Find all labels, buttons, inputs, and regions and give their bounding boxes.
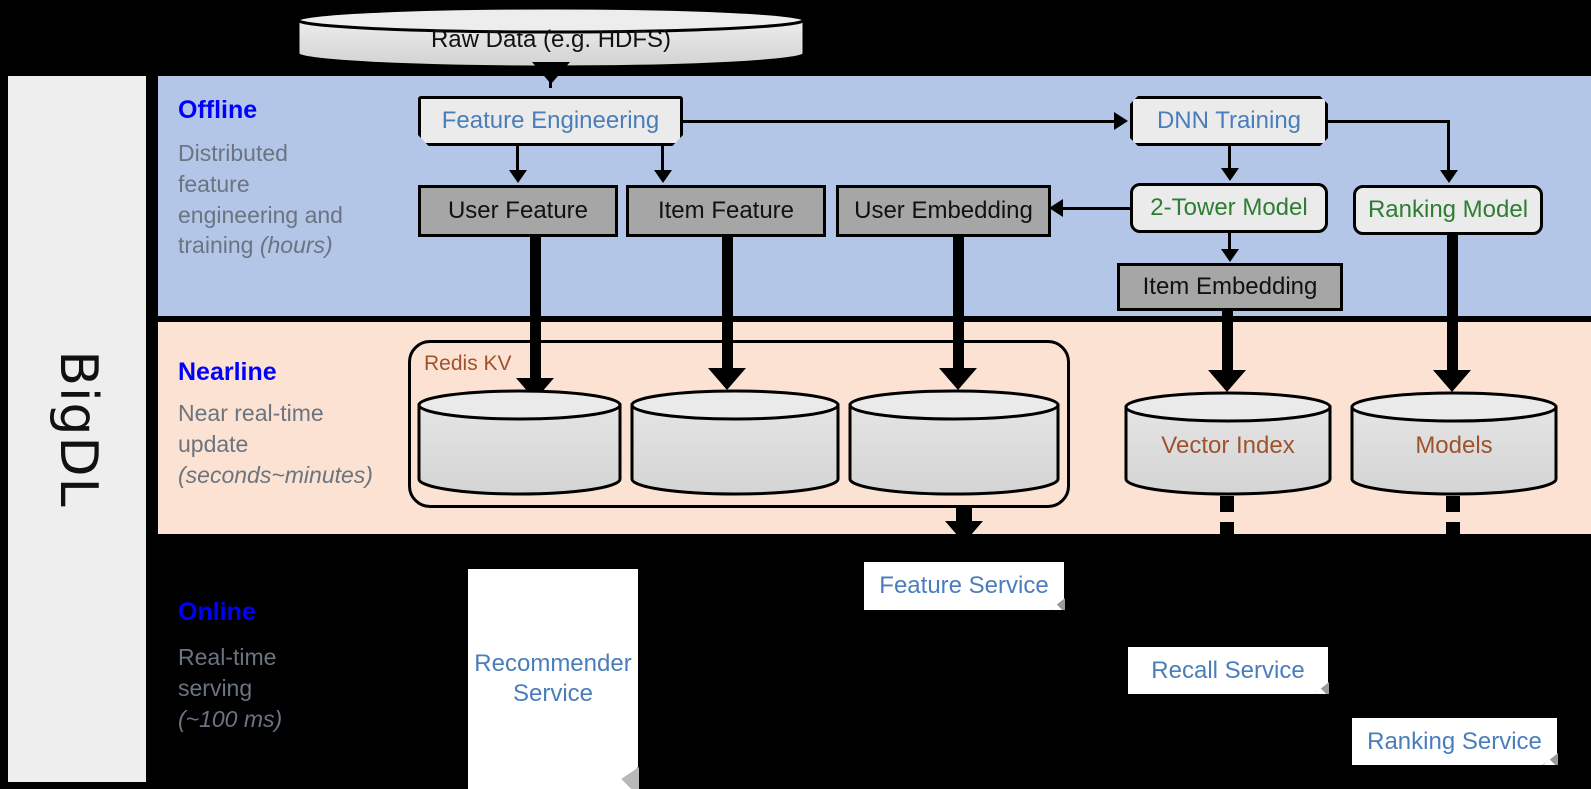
- models-label: Models: [1415, 431, 1493, 459]
- ranking-model-label: Ranking Model: [1367, 196, 1529, 223]
- redis-store-cylinder-2[interactable]: [630, 388, 840, 496]
- two-tower-model-label: 2-Tower Model: [1150, 194, 1308, 221]
- edge-models-ranking-dash1: [1446, 496, 1460, 512]
- models-cylinder[interactable]: Models: [1350, 390, 1558, 496]
- edge-2tower-userembedding-arrowhead: [1049, 199, 1063, 217]
- edge-redis-featureservice-arrowhead: [945, 521, 983, 543]
- feature-engineering-label: Feature Engineering: [441, 107, 660, 134]
- online-sub-l2: serving: [178, 674, 253, 701]
- ranking-service-label: Ranking Service: [1367, 727, 1542, 755]
- online-stage-title: Online: [178, 598, 256, 626]
- edge-fe-itemfeature: [661, 146, 664, 172]
- node-item-feature[interactable]: Item Feature: [626, 185, 826, 237]
- edge-rawdata-fe-arrowhead: [532, 62, 570, 84]
- online-stage-subtitle: Real-time serving (~100 ms): [178, 642, 408, 734]
- edge-dnn-ranking-h: [1326, 120, 1450, 123]
- feature-service-label: Feature Service: [879, 572, 1049, 599]
- edge-userembedding-store3-arrowhead: [939, 368, 977, 390]
- node-2-tower-model[interactable]: 2-Tower Model: [1130, 183, 1328, 233]
- offline-sub-l4: training: [178, 232, 260, 259]
- node-dnn-training[interactable]: DNN Training: [1130, 96, 1328, 146]
- edge-models-ranking-dash2: [1446, 522, 1460, 536]
- edge-itemfeature-store2-arrowhead: [708, 368, 746, 390]
- dnn-training-label: DNN Training: [1156, 107, 1302, 134]
- edge-rankingmodel-models: [1447, 235, 1458, 377]
- nearline-stage-title: Nearline: [178, 358, 277, 386]
- edge-fe-userfeature: [516, 146, 519, 172]
- offline-stage-subtitle: Distributed feature engineering and trai…: [178, 138, 393, 261]
- bigdl-rail: BigDL: [8, 76, 146, 782]
- edge-2tower-itemembedding-arrowhead: [1221, 249, 1239, 262]
- offline-sub-l2: feature: [178, 170, 250, 197]
- bigdl-rail-label: BigDL: [48, 350, 108, 508]
- edge-redis-featureservice-stub: [956, 508, 972, 522]
- node-item-embedding[interactable]: Item Embedding: [1117, 263, 1343, 311]
- edge-userfeature-store1: [530, 237, 541, 385]
- edge-dnn-ranking-arrowhead: [1440, 170, 1458, 183]
- edge-itemembedding-vectorindex: [1222, 311, 1233, 377]
- redis-store-cylinder-1[interactable]: [417, 388, 622, 496]
- item-feature-label: Item Feature: [657, 197, 795, 224]
- edge-dnn-2tower: [1228, 146, 1231, 170]
- node-feature-service[interactable]: Feature Service: [864, 562, 1064, 610]
- recall-service-label: Recall Service: [1151, 656, 1305, 684]
- recommender-service-label-line2: Service: [512, 680, 594, 707]
- node-recall-service[interactable]: Recall Service: [1128, 647, 1328, 694]
- edge-userembedding-store3: [953, 237, 964, 375]
- offline-sub-l1: Distributed: [178, 140, 288, 166]
- edge-rankingmodel-models-arrowhead: [1433, 370, 1471, 392]
- online-sub-l1: Real-time: [178, 644, 277, 670]
- nearline-sub-l2: update: [178, 430, 249, 457]
- vector-index-cylinder[interactable]: Vector Index: [1124, 390, 1332, 496]
- redis-kv-label: Redis KV: [424, 352, 512, 375]
- node-feature-engineering[interactable]: Feature Engineering: [418, 96, 683, 146]
- edge-2tower-userembedding: [1062, 207, 1132, 210]
- offline-sub-emph: (hours): [259, 232, 333, 259]
- edge-vectorindex-recall-dash1: [1220, 496, 1234, 512]
- user-embedding-label: User Embedding: [854, 197, 1033, 224]
- vector-index-label: Vector Index: [1161, 431, 1295, 459]
- edge-dnn-ranking-v: [1447, 120, 1450, 172]
- nearline-sub-emph: (seconds~minutes): [178, 461, 373, 488]
- node-user-feature[interactable]: User Feature: [418, 185, 618, 237]
- edge-fe-dnn-arrowhead: [1114, 112, 1128, 130]
- nearline-sub-l1: Near real-time: [178, 400, 324, 426]
- node-user-embedding[interactable]: User Embedding: [836, 185, 1051, 237]
- raw-data-cylinder: Raw Data (e.g. HDFS): [296, 6, 806, 69]
- node-ranking-service[interactable]: Ranking Service: [1352, 718, 1557, 765]
- edge-itemfeature-store2: [722, 237, 733, 375]
- raw-data-label: Raw Data (e.g. HDFS): [430, 25, 672, 53]
- edge-fe-itemfeature-arrowhead: [654, 170, 672, 183]
- nearline-stage-subtitle: Near real-time update (seconds~minutes): [178, 398, 418, 490]
- redis-store-cylinder-3[interactable]: [848, 388, 1060, 496]
- edge-itemembedding-vectorindex-arrowhead: [1208, 370, 1246, 392]
- edge-dnn-2tower-arrowhead: [1221, 168, 1239, 181]
- offline-stage-title: Offline: [178, 96, 258, 124]
- online-sub-emph: (~100 ms): [178, 705, 283, 732]
- node-ranking-model[interactable]: Ranking Model: [1353, 185, 1543, 235]
- offline-sub-l3: engineering and: [178, 201, 343, 228]
- recommender-service-label-line1: Recommender: [474, 650, 632, 677]
- edge-vectorindex-recall-dash2: [1220, 522, 1234, 536]
- node-recommender-service[interactable]: Recommender Service: [468, 569, 638, 789]
- redis-kv-container: [408, 340, 1070, 508]
- edge-fe-dnn: [683, 120, 1115, 123]
- user-feature-label: User Feature: [447, 197, 589, 224]
- item-embedding-label: Item Embedding: [1142, 273, 1318, 300]
- edge-2tower-itemembedding: [1228, 233, 1231, 251]
- edge-fe-userfeature-arrowhead: [509, 170, 527, 183]
